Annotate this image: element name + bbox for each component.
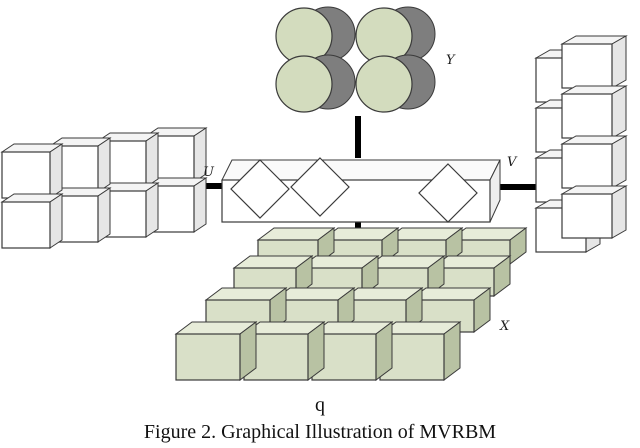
y-circle: [275, 55, 333, 113]
hidden-unit-diamond: [418, 163, 478, 223]
x-cube-grid: [174, 227, 528, 381]
hidden-unit-diamond: [230, 159, 290, 219]
u-cube-block: [0, 127, 208, 249]
x-cube: [256, 227, 336, 265]
hidden-unit-diamond: [290, 157, 350, 217]
u-cube: [0, 143, 64, 199]
figure-caption: Figure 2. Graphical Illustration of MVRB…: [143, 421, 497, 443]
figure-marker: q: [315, 394, 325, 416]
label-v: V: [507, 155, 518, 170]
v-cube: [560, 85, 628, 139]
y-circle-cluster: [275, 6, 436, 113]
hidden-layer-bar: [221, 157, 501, 223]
v-cube-block: [534, 35, 628, 253]
label-u: U: [203, 165, 215, 180]
u-cube: [0, 193, 64, 249]
v-cube: [560, 135, 628, 189]
x-cube: [174, 321, 258, 381]
u-cube: [144, 177, 208, 233]
label-x: X: [499, 319, 510, 334]
y-circle: [355, 55, 413, 113]
label-y: Y: [446, 53, 456, 68]
v-cube: [560, 185, 628, 239]
v-cube: [560, 35, 628, 89]
